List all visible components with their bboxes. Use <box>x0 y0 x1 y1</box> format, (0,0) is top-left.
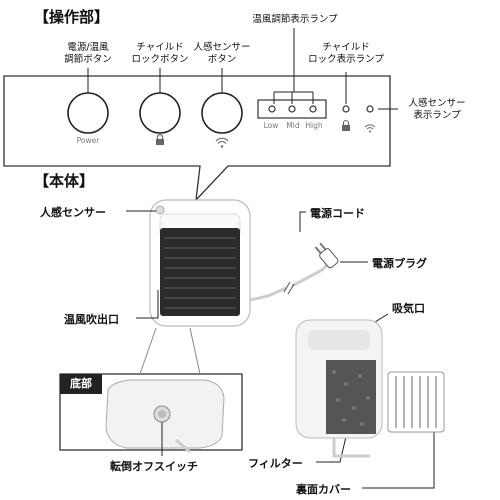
temp-lamp-label: 温風調節表示ランプ <box>252 14 338 25</box>
childlock-button-label-line1: チャイルド <box>136 42 184 53</box>
heater-bottom-view <box>105 379 225 454</box>
bottom-tag: 底部 <box>70 377 92 390</box>
tip-switch-label: 転倒オフスイッチ <box>110 460 198 473</box>
power-plug <box>314 242 339 269</box>
power-button-shape <box>67 92 109 134</box>
sensor-lamp-label: 人感センサー 表示ランプ <box>400 98 474 122</box>
power-button-label-line1: 電源/温風 <box>67 42 109 53</box>
childlock-button-label-line2: ロックボタン <box>131 54 189 65</box>
control-section-heading: 【操作部】 <box>34 8 110 26</box>
back-cover-label: 裏面カバー <box>296 483 351 496</box>
lock-icon <box>156 133 164 145</box>
level-high-text: High <box>305 121 323 130</box>
filter-label: フィルター <box>248 457 303 470</box>
childlock-button-shape <box>139 92 181 134</box>
body-section-heading: 【本体】 <box>34 172 95 190</box>
bottom-tag-bg <box>60 374 102 394</box>
lamp-mid <box>288 105 296 113</box>
inlet-label: 吸気口 <box>392 302 425 315</box>
power-cord-label: 電源コード <box>310 207 365 220</box>
power-button-label: 電源/温風 調節ボタン <box>58 42 118 66</box>
heater-front <box>149 199 251 327</box>
level-mid-text: Mid <box>286 121 300 130</box>
power-text: Power <box>76 136 100 145</box>
sensor-button-label-line1: 人感センサー <box>193 42 251 53</box>
childlock-button-label: チャイルド ロックボタン <box>130 42 190 66</box>
sensor-lamp-label-line2: 表示ランプ <box>413 110 461 121</box>
sensor-button-label: 人感センサー ボタン <box>188 42 256 66</box>
childlock-lamp-label-line1: チャイルド <box>322 42 370 53</box>
childlock-lamp-label: チャイルド ロック表示ランプ <box>306 42 386 66</box>
power-plug-label: 電源プラグ <box>372 257 427 270</box>
sensor-button-label-line2: ボタン <box>207 54 237 65</box>
lamp-childlock <box>342 105 350 113</box>
childlock-lamp-label-line2: ロック表示ランプ <box>308 54 384 65</box>
lamp-sensor-wave-icon <box>364 124 376 133</box>
heater-back-exploded <box>295 319 445 458</box>
sensor-lamp-label-line1: 人感センサー <box>408 98 466 109</box>
lamp-low <box>268 105 276 113</box>
lamp-lock-icon <box>342 119 350 131</box>
lamp-high <box>309 105 317 113</box>
back-cover-shape <box>387 371 445 433</box>
body-sensor-label: 人感センサー <box>40 206 106 219</box>
power-cord <box>249 286 287 302</box>
sensor-button-shape <box>201 92 243 134</box>
power-button-label-line2: 調節ボタン <box>64 54 112 65</box>
sensor-wave-icon <box>215 137 229 148</box>
heater-sensor-dot <box>155 205 165 215</box>
lamp-sensor <box>366 105 374 113</box>
control-leader-lines <box>87 28 398 110</box>
level-low-text: Low <box>263 121 279 130</box>
outlet-label: 温風吹出口 <box>64 313 119 326</box>
heater-grille <box>160 228 240 316</box>
